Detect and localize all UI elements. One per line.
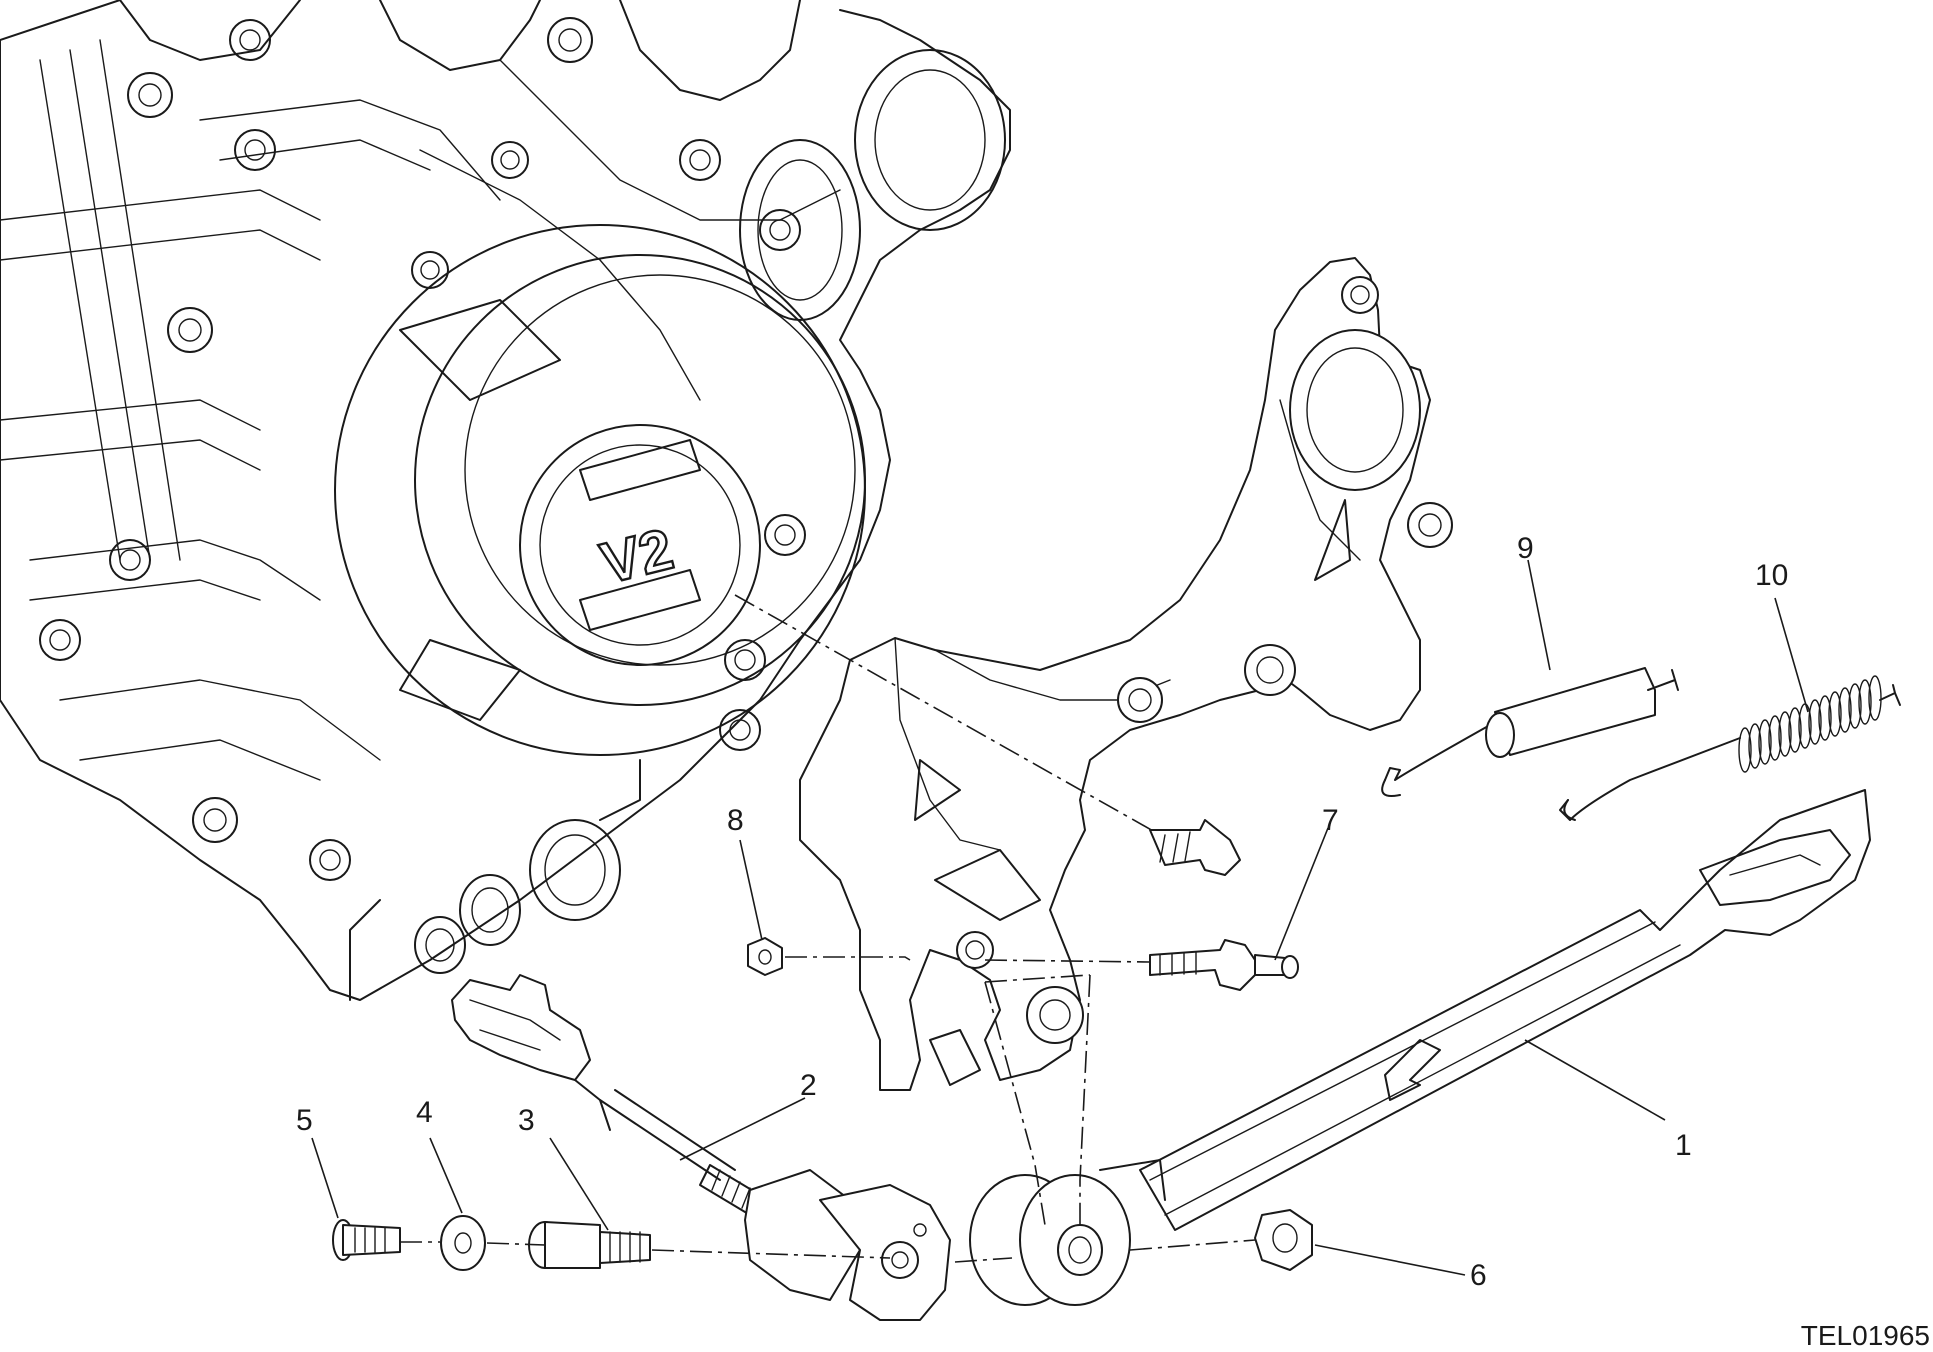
washer-item-4	[440, 1215, 486, 1271]
assembly-axis-lines	[400, 594, 1256, 1263]
callout-6: 6	[1470, 1259, 1487, 1292]
engine-crankcase: V2	[0, 0, 1011, 1001]
callout-2: 2	[800, 1069, 817, 1102]
nut-item-6	[1254, 1209, 1313, 1271]
coil-spring-item-10	[1559, 675, 1901, 821]
drawing-code: TEL01965	[1801, 1320, 1930, 1351]
callout-10: 10	[1755, 559, 1788, 592]
callout-leader-lines	[311, 559, 1809, 1276]
callout-8: 8	[727, 804, 744, 837]
callout-3: 3	[518, 1104, 535, 1137]
callout-5: 5	[296, 1104, 313, 1137]
bracket-bolt	[1149, 819, 1241, 876]
spacer-item-3	[528, 1221, 651, 1269]
screw-item-5	[332, 1219, 401, 1261]
callout-labels: 1 2 3 4 5 6 7 8 9 10	[296, 532, 1788, 1292]
callout-1: 1	[1675, 1129, 1692, 1162]
side-stand-bracket	[799, 257, 1453, 1091]
side-stand-leg	[969, 789, 1871, 1306]
side-stand-sensor	[451, 974, 951, 1321]
engine-logo-text: V2	[595, 516, 680, 596]
callout-4: 4	[416, 1096, 433, 1129]
spring-with-sleeve-item-9	[1381, 667, 1679, 797]
nut-item-8	[747, 937, 783, 976]
pivot-pin-item-7	[1149, 939, 1299, 991]
callout-9: 9	[1517, 532, 1534, 565]
callout-7: 7	[1322, 804, 1339, 837]
